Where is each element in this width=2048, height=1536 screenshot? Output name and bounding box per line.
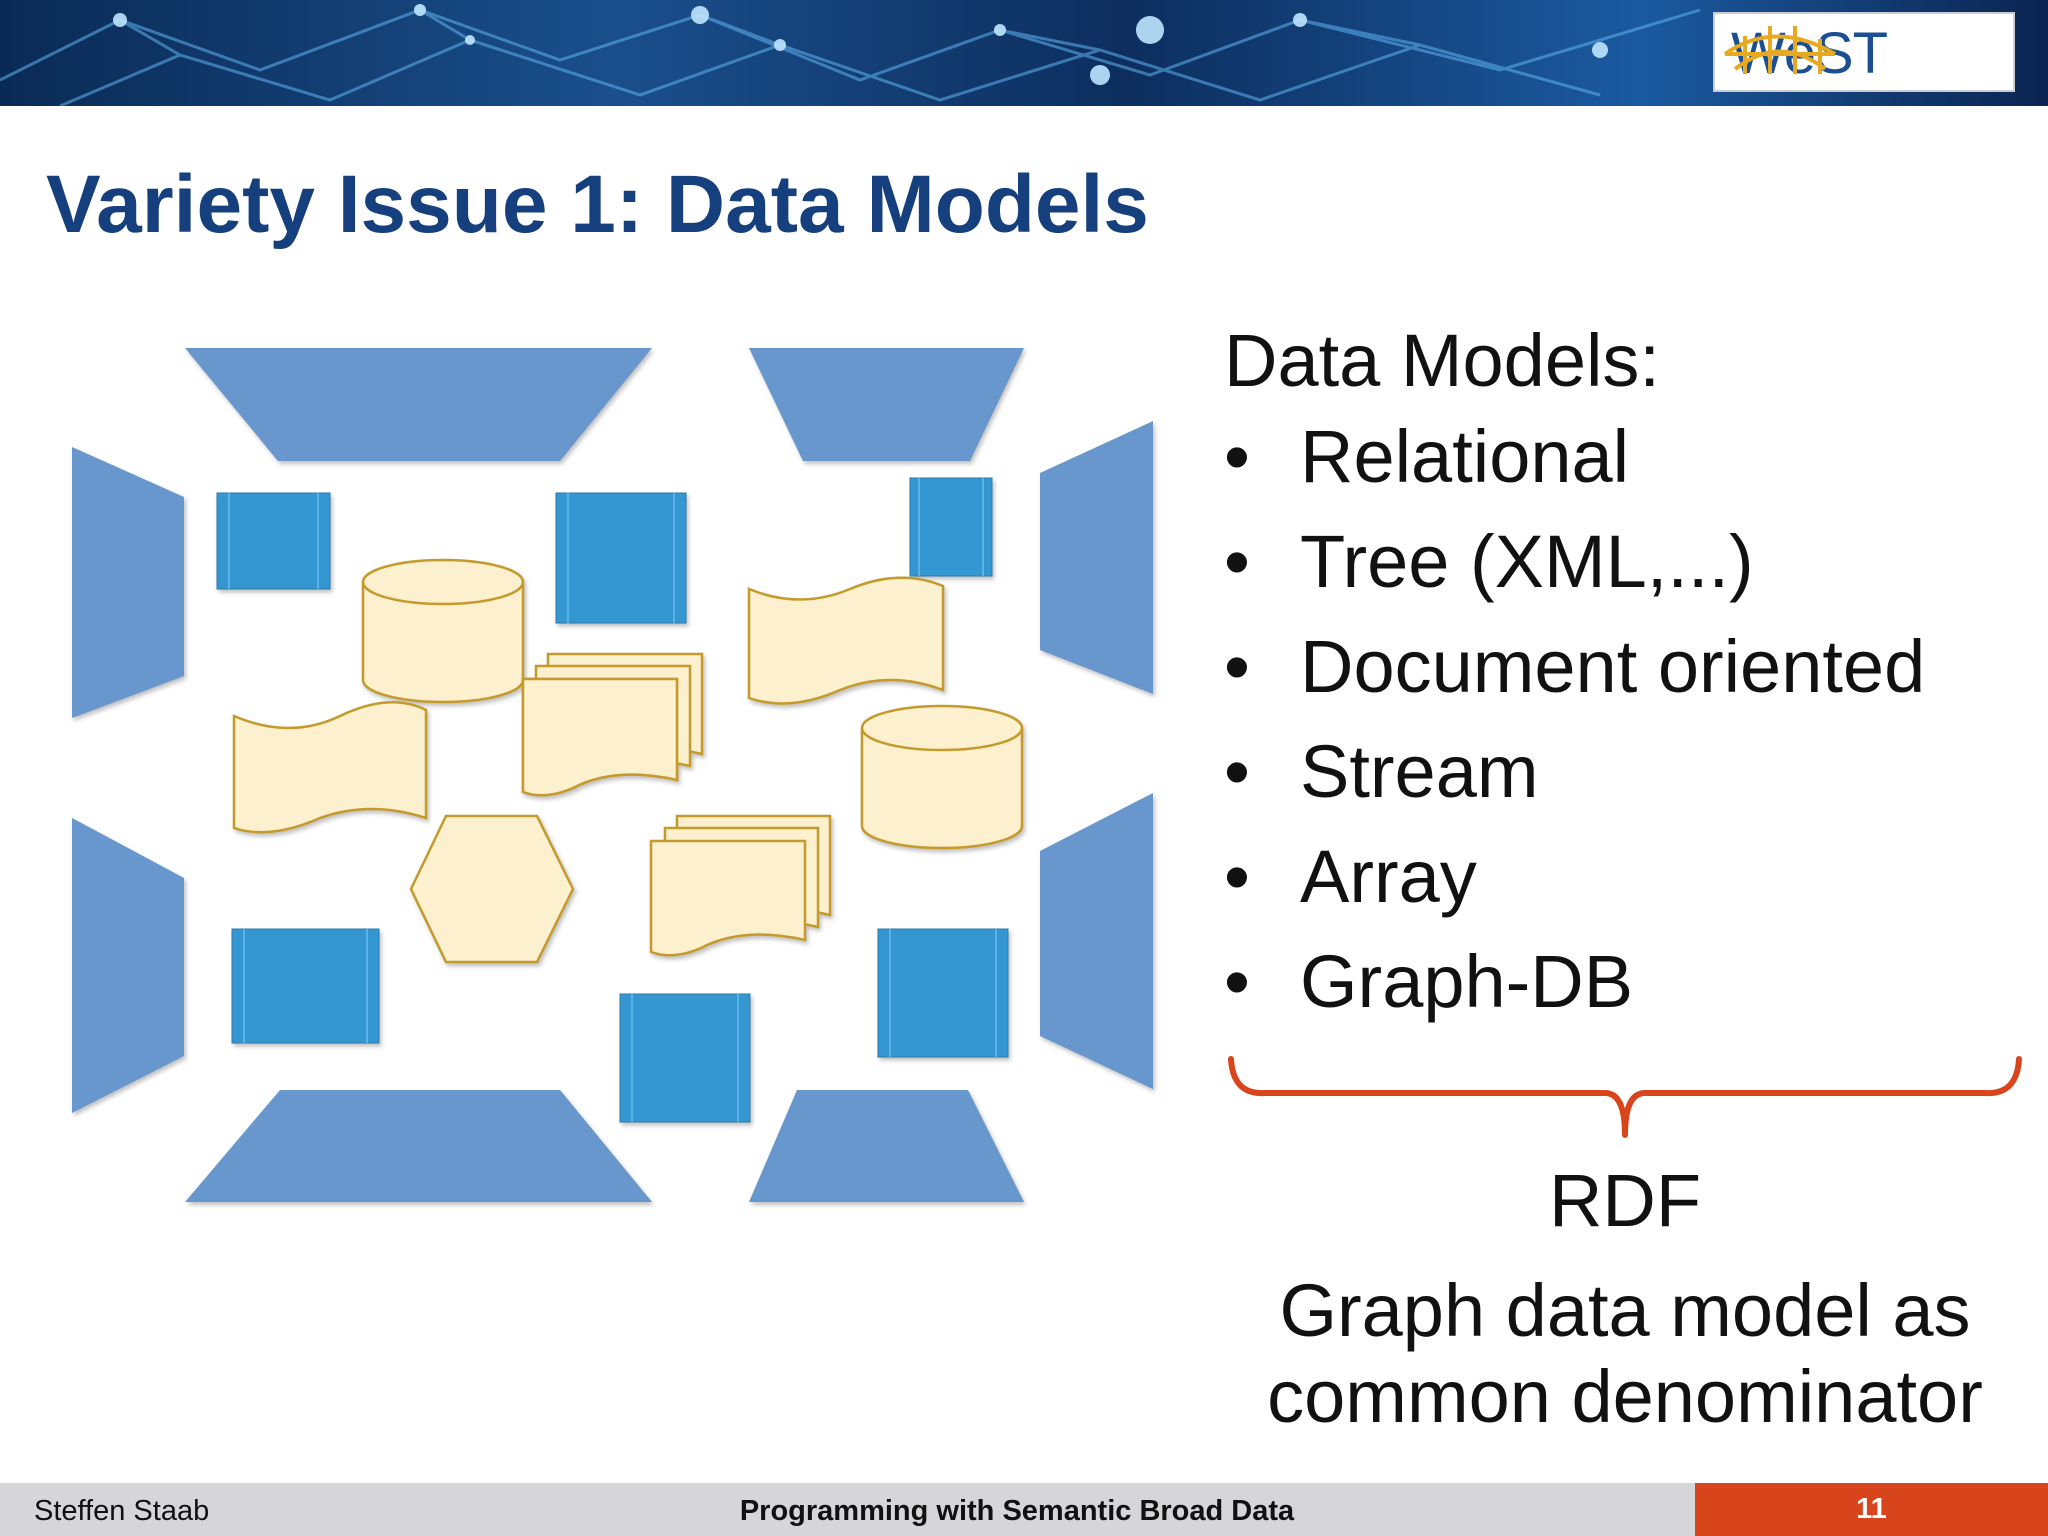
list-heading: Data Models: — [1224, 319, 1660, 402]
list-item-label: Array — [1300, 835, 1477, 918]
conclusion-line-2: common denominator — [1267, 1355, 1983, 1438]
database-cylinder-1 — [361, 558, 525, 704]
database-cylinder-2 — [860, 704, 1024, 850]
conclusion-line-1: Graph data model as — [1279, 1269, 1971, 1352]
west-logo: WeST — [1713, 12, 2015, 92]
trapezoid-right-upper — [1040, 421, 1153, 694]
square-5 — [619, 993, 751, 1123]
trapezoid-top-right — [749, 348, 1024, 461]
square-2 — [555, 492, 687, 624]
punched-tape-1 — [232, 701, 428, 834]
trapezoid-bottom-right — [749, 1090, 1024, 1202]
data-models-illustration — [72, 348, 1153, 1202]
page-number: 11 — [1695, 1483, 2048, 1536]
square-4 — [231, 928, 380, 1044]
slide-title: Variety Issue 1: Data Models — [46, 159, 1149, 250]
logo-web-mark — [1723, 26, 1837, 74]
trapezoid-top-left — [185, 348, 652, 461]
curly-brace — [1228, 1056, 2022, 1138]
network-graphic — [0, 4, 1701, 106]
bullet-point: • — [1224, 835, 1250, 918]
trapezoid-bottom-left — [185, 1090, 652, 1202]
square-6 — [877, 928, 1009, 1058]
bullet-point: • — [1224, 940, 1250, 1023]
hexagon-shape — [409, 814, 575, 964]
slide-footer: Steffen Staab Programming with Semantic … — [0, 1483, 2048, 1536]
square-3 — [909, 477, 993, 577]
trapezoid-left-lower — [72, 818, 184, 1113]
list-item-label: Tree (XML,...) — [1300, 520, 1754, 603]
trapezoid-left-upper — [72, 447, 184, 718]
bullet-point: • — [1224, 520, 1250, 603]
punched-tape-2 — [747, 576, 945, 705]
footer-author: Steffen Staab — [34, 1495, 210, 1527]
list-item-label: Relational — [1300, 415, 1630, 498]
bullet-point: • — [1224, 415, 1250, 498]
conclusion-text: Graph data model as common denominator — [1225, 1268, 2025, 1440]
list-item-label: Graph-DB — [1300, 940, 1634, 1023]
bullet-point: • — [1224, 730, 1250, 813]
square-1 — [216, 492, 331, 590]
bullet-point: • — [1224, 625, 1250, 708]
header-banner: WeST — [0, 0, 2048, 106]
footer-course-title: Programming with Semantic Broad Data — [739, 1495, 1295, 1527]
trapezoid-right-lower — [1040, 793, 1153, 1089]
list-item-label: Stream — [1300, 730, 1539, 813]
list-item-label: Document oriented — [1300, 625, 1926, 708]
rdf-label: RDF — [1548, 1159, 1702, 1242]
